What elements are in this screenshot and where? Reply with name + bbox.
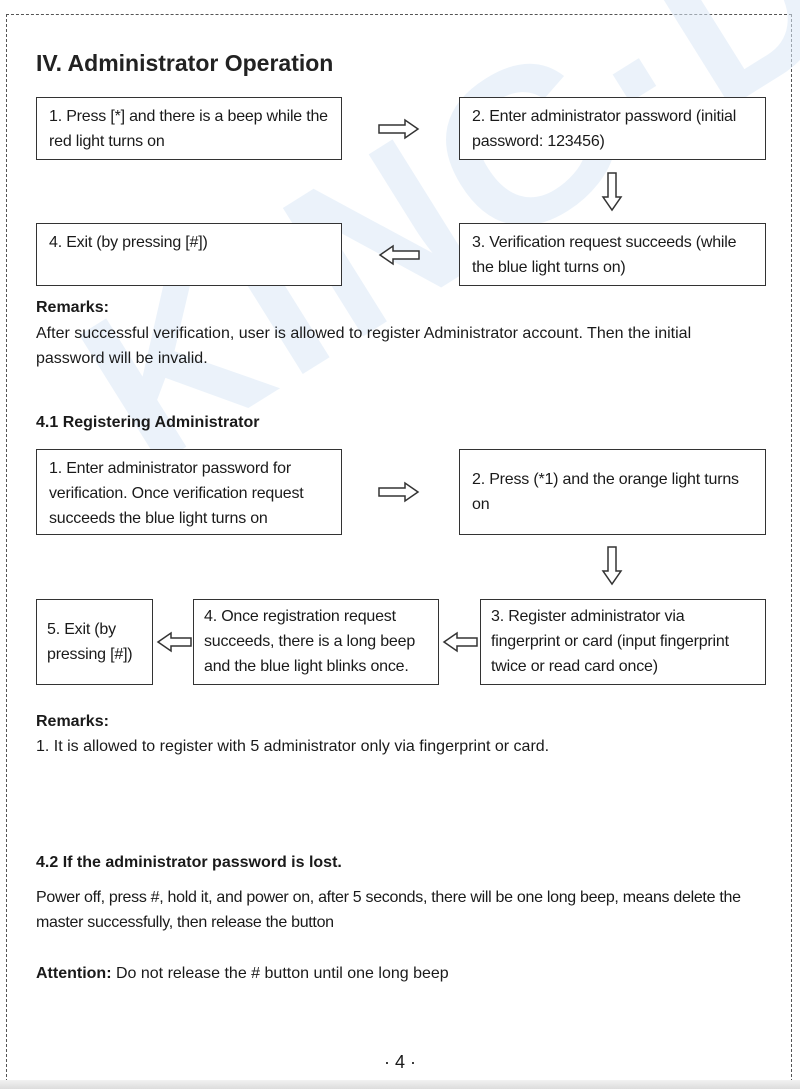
iv-step-1-box: 1. Press [*] and there is a beep while t… [36, 97, 342, 160]
section-41-remarks-text: 1. It is allowed to register with 5 admi… [36, 738, 550, 755]
reg-step-1-box: 1. Enter administrator password for veri… [36, 449, 342, 535]
arrow-right-icon [378, 481, 420, 503]
iv-step-3-box: 3. Verification request succeeds (while … [459, 223, 766, 286]
attention-text: Do not release the # button until one lo… [111, 965, 449, 982]
reg-step-5-text: 5. Exit (by pressing [#]) [47, 621, 133, 663]
arrow-left-icon [442, 631, 478, 653]
arrow-left-icon [156, 631, 192, 653]
page-number: · 4 · [383, 1052, 416, 1072]
attention-line: Attention: Do not release the # button u… [36, 961, 766, 986]
page-title: IV. Administrator Operation [36, 50, 334, 76]
iv-remarks-label: Remarks: [36, 299, 109, 316]
arrow-down-icon [601, 546, 623, 586]
arrow-right-icon [378, 118, 420, 140]
reg-step-2-box: 2. Press (*1) and the orange light turns… [459, 449, 766, 535]
reg-step-5-box: 5. Exit (by pressing [#]) [36, 599, 153, 685]
section-42-heading: 4.2 If the administrator password is los… [36, 854, 342, 871]
attention-label: Attention: [36, 965, 112, 982]
section-42-text: Power off, press #, hold it, and power o… [36, 889, 741, 931]
page-bottom-edge [0, 1080, 800, 1089]
reg-step-3-box: 3. Register administrator via fingerprin… [480, 599, 766, 685]
iv-step-2-box: 2. Enter administrator password (initial… [459, 97, 766, 160]
iv-remarks-text: After successful verification, user is a… [36, 325, 692, 367]
reg-step-4-box: 4. Once registration request succeeds, t… [193, 599, 439, 685]
section-41-heading: 4.1 Registering Administrator [36, 414, 260, 431]
arrow-left-icon [378, 244, 420, 266]
reg-step-2-text: 2. Press (*1) and the orange light turns… [472, 471, 739, 513]
iv-step-4-box: 4. Exit (by pressing [#]) [36, 223, 342, 286]
page-border [6, 14, 792, 1082]
arrow-down-icon [601, 172, 623, 212]
section-41-remarks-label: Remarks: [36, 713, 109, 730]
